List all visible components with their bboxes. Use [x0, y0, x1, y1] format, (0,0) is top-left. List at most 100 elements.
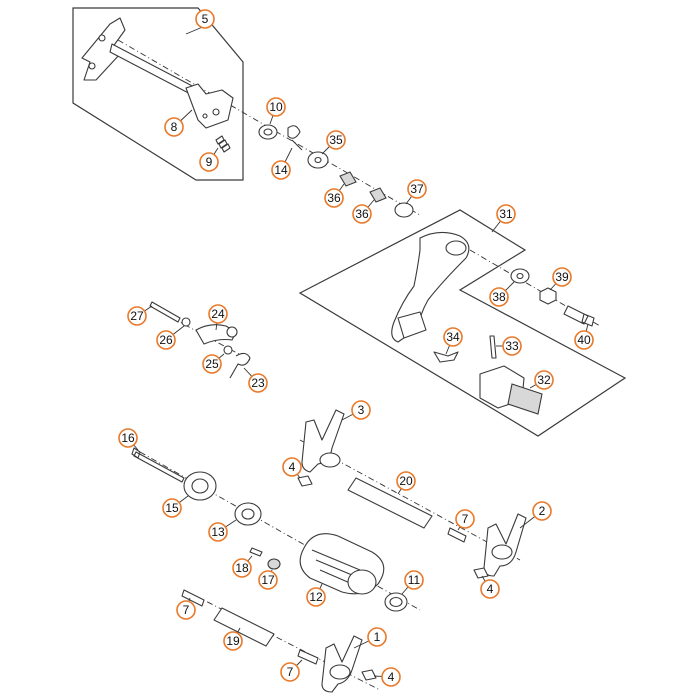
callout-40-label: 40 [577, 333, 591, 347]
callout-34-label: 34 [446, 330, 460, 344]
drum-locating-part-15 [183, 471, 217, 501]
shift-lever-arm [391, 231, 470, 343]
shift-lever-plate [185, 83, 234, 129]
callout-1-label: 1 [374, 630, 381, 644]
callout-1: 1 [367, 627, 387, 647]
bolt-part-40 [563, 305, 595, 327]
shifter-tip-part-32 [479, 365, 543, 415]
washer-part-26 [181, 317, 191, 327]
callout-2-label: 2 [539, 504, 546, 518]
callout-18-label: 18 [235, 561, 249, 575]
callout-10-label: 10 [269, 100, 283, 114]
callout-7c: 7 [280, 662, 300, 682]
shift-fork-part-2 [483, 513, 527, 577]
callout-32: 32 [534, 370, 554, 390]
callout-35-label: 35 [329, 133, 343, 147]
callout-4c: 4 [381, 667, 401, 687]
spring-part-9 [215, 135, 231, 153]
callout-36a: 36 [324, 188, 344, 208]
callout-33: 33 [502, 336, 522, 356]
callout-12-label: 12 [309, 590, 323, 604]
ring-part-13 [234, 502, 262, 526]
callout-31: 31 [496, 204, 516, 224]
shift-rail-part-19 [213, 607, 275, 647]
callout-12: 12 [306, 587, 326, 607]
clip-part-34 [433, 351, 459, 363]
callout-17-label: 17 [261, 573, 275, 587]
callout-7a-label: 7 [462, 512, 469, 526]
callout-26-label: 26 [159, 333, 173, 347]
callout-27-label: 27 [130, 309, 144, 323]
callout-14-label: 14 [274, 163, 288, 177]
spring-part-7c [297, 649, 319, 665]
callout-26: 26 [156, 330, 176, 350]
spring-part-23 [229, 352, 251, 379]
shift-fork-part-3 [301, 409, 345, 473]
callout-36a-label: 36 [327, 191, 341, 205]
callout-38: 38 [489, 287, 509, 307]
callout-13: 13 [208, 522, 228, 542]
callout-4a: 4 [282, 457, 302, 477]
callout-27: 27 [127, 306, 147, 326]
callout-23: 23 [248, 373, 268, 393]
callout-13-label: 13 [211, 525, 225, 539]
callout-4b: 4 [480, 579, 500, 599]
callout-14: 14 [271, 160, 291, 180]
callout-24-label: 24 [211, 307, 225, 321]
callout-8: 8 [164, 117, 184, 137]
bushing-part-36b [369, 187, 387, 203]
shift-fork-part-1 [321, 635, 363, 693]
callout-2: 2 [532, 501, 552, 521]
callout-3: 3 [351, 400, 371, 420]
shift-shaft-part [81, 17, 201, 99]
bolt-part-16 [131, 447, 185, 483]
roller-part-17 [267, 558, 281, 570]
callout-9-label: 9 [206, 155, 213, 169]
ring-part-37 [394, 202, 414, 218]
nut-part-39 [539, 287, 557, 305]
callout-16-label: 16 [121, 431, 135, 445]
clip-part-14 [287, 125, 303, 151]
callout-7b: 7 [176, 600, 196, 620]
callout-7a: 7 [455, 509, 475, 529]
lever-part-24 [195, 324, 238, 345]
washer-part-35 [307, 151, 329, 169]
callout-37-label: 37 [410, 182, 424, 196]
callout-5: 5 [195, 9, 215, 29]
callout-36b-label: 36 [355, 207, 369, 221]
callout-18: 18 [232, 558, 252, 578]
callout-19: 19 [223, 631, 243, 651]
callout-19-label: 19 [226, 634, 240, 648]
callout-10: 10 [266, 97, 286, 117]
callout-36b: 36 [352, 204, 372, 224]
callout-17: 17 [258, 570, 278, 590]
shift-rail-part-20 [347, 477, 433, 529]
callout-34: 34 [443, 327, 463, 347]
callout-16: 16 [118, 428, 138, 448]
callout-4a-label: 4 [289, 460, 296, 474]
callout-25: 25 [202, 354, 222, 374]
callout-20-label: 20 [399, 474, 413, 488]
spring-part-7b [181, 589, 205, 607]
bushing-part-36a [339, 171, 357, 187]
callout-15-label: 15 [165, 501, 179, 515]
callout-7b-label: 7 [183, 603, 190, 617]
shift-drum-part-12 [299, 533, 385, 595]
callout-15: 15 [162, 498, 182, 518]
spring-part-7a [447, 527, 467, 543]
callout-37: 37 [407, 179, 427, 199]
guide-pin-part-4c [361, 669, 377, 681]
bush-part-10 [258, 124, 278, 140]
washer-part-38 [510, 268, 530, 284]
callout-20: 20 [396, 471, 416, 491]
callout-4c-label: 4 [388, 670, 395, 684]
guide-pin-part-4b [473, 567, 489, 579]
callout-35: 35 [326, 130, 346, 150]
callout-9: 9 [199, 152, 219, 172]
callout-23-label: 23 [251, 376, 265, 390]
callout-33-label: 33 [505, 339, 519, 353]
callout-11-label: 11 [408, 573, 421, 587]
callout-39: 39 [552, 267, 572, 287]
callout-11: 11 [404, 570, 424, 590]
